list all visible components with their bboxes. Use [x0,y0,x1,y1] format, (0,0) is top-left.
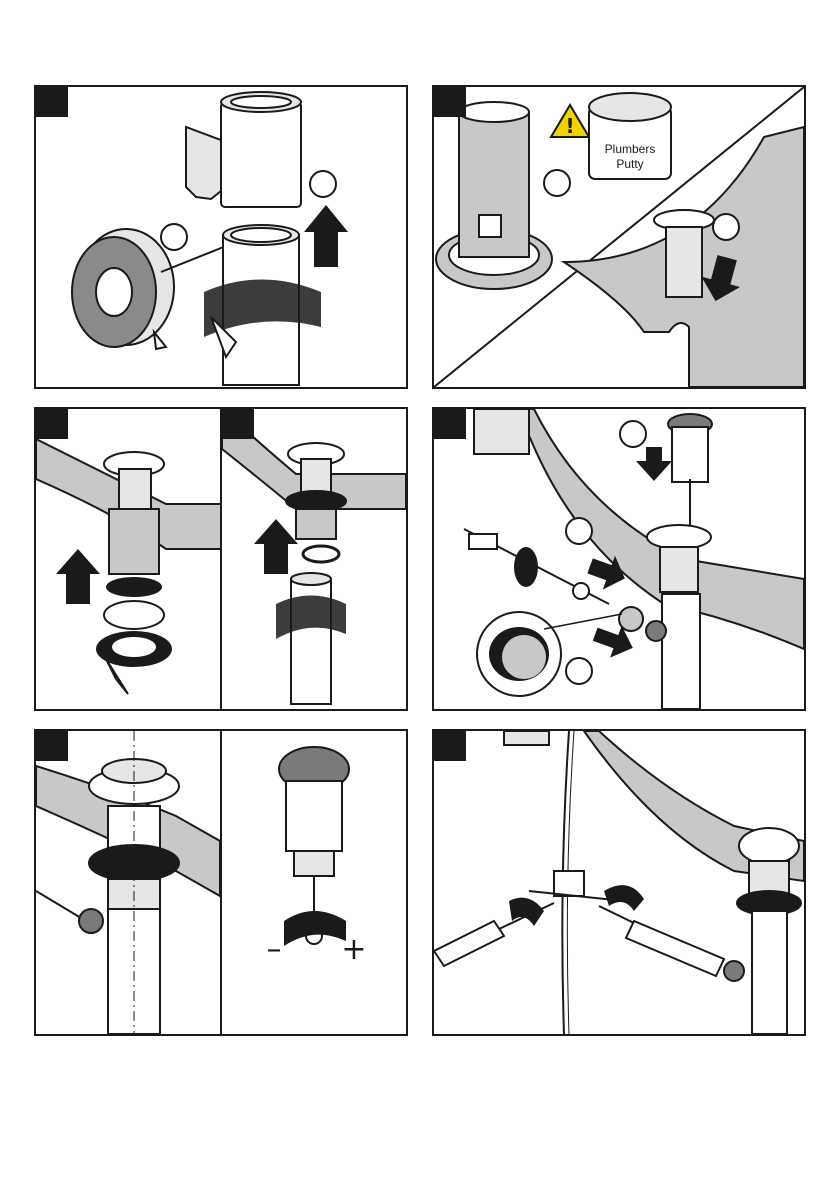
plumbers-putty-illustration: ! Plumbers Putty [434,87,804,387]
warning-icon: ! [551,105,589,138]
step-number-tab [36,409,68,439]
drain-pipe [291,573,331,704]
step-number-tab [434,87,466,117]
putty-label-line1: Plumbers [605,142,656,156]
washer [303,546,339,562]
step-number-tab [434,731,466,761]
callout-circle [566,658,592,684]
callout-circle [544,170,570,196]
step-number-tab [36,731,68,761]
gasket [106,577,162,597]
step-5-panel: – + [34,729,408,1036]
plus-sign: + [341,932,366,967]
up-arrow-icon [56,549,100,604]
tape-threads-illustration [36,87,406,387]
callout-circle [310,171,336,197]
panel-divider [220,409,222,709]
step-3-panel [34,407,408,711]
rotate-arrow-icon [604,885,644,911]
callout-circle [566,518,592,544]
down-arrow-icon [636,447,672,481]
screwdriver-right [599,906,724,976]
putty-label-line2: Putty [616,157,643,171]
svg-text:!: ! [565,114,574,138]
step-number-tab [36,87,68,117]
step-1-panel [34,85,408,389]
callout-circle [620,421,646,447]
washer [104,601,164,629]
panel-divider [220,731,222,1034]
stopper-pivot-illustration [434,409,804,709]
tee-fitting [186,92,301,207]
up-arrow-icon [254,519,298,574]
stopper [668,414,712,534]
step-6-panel [432,729,806,1036]
step-number-tab [222,409,254,439]
up-arrow-icon [304,205,348,267]
drain-body [104,452,164,574]
teflon-tape-roll [72,229,174,349]
callout-circle [161,224,187,250]
screwdriver-adjustment-illustration [434,731,804,1034]
drain-body [436,102,552,289]
step-number-tab [434,409,466,439]
drain-body [737,828,801,1034]
step-4-panel [432,407,806,711]
step-2-panel: ! Plumbers Putty [432,85,806,389]
callout-circle [713,214,739,240]
minus-sign: – [267,932,282,967]
